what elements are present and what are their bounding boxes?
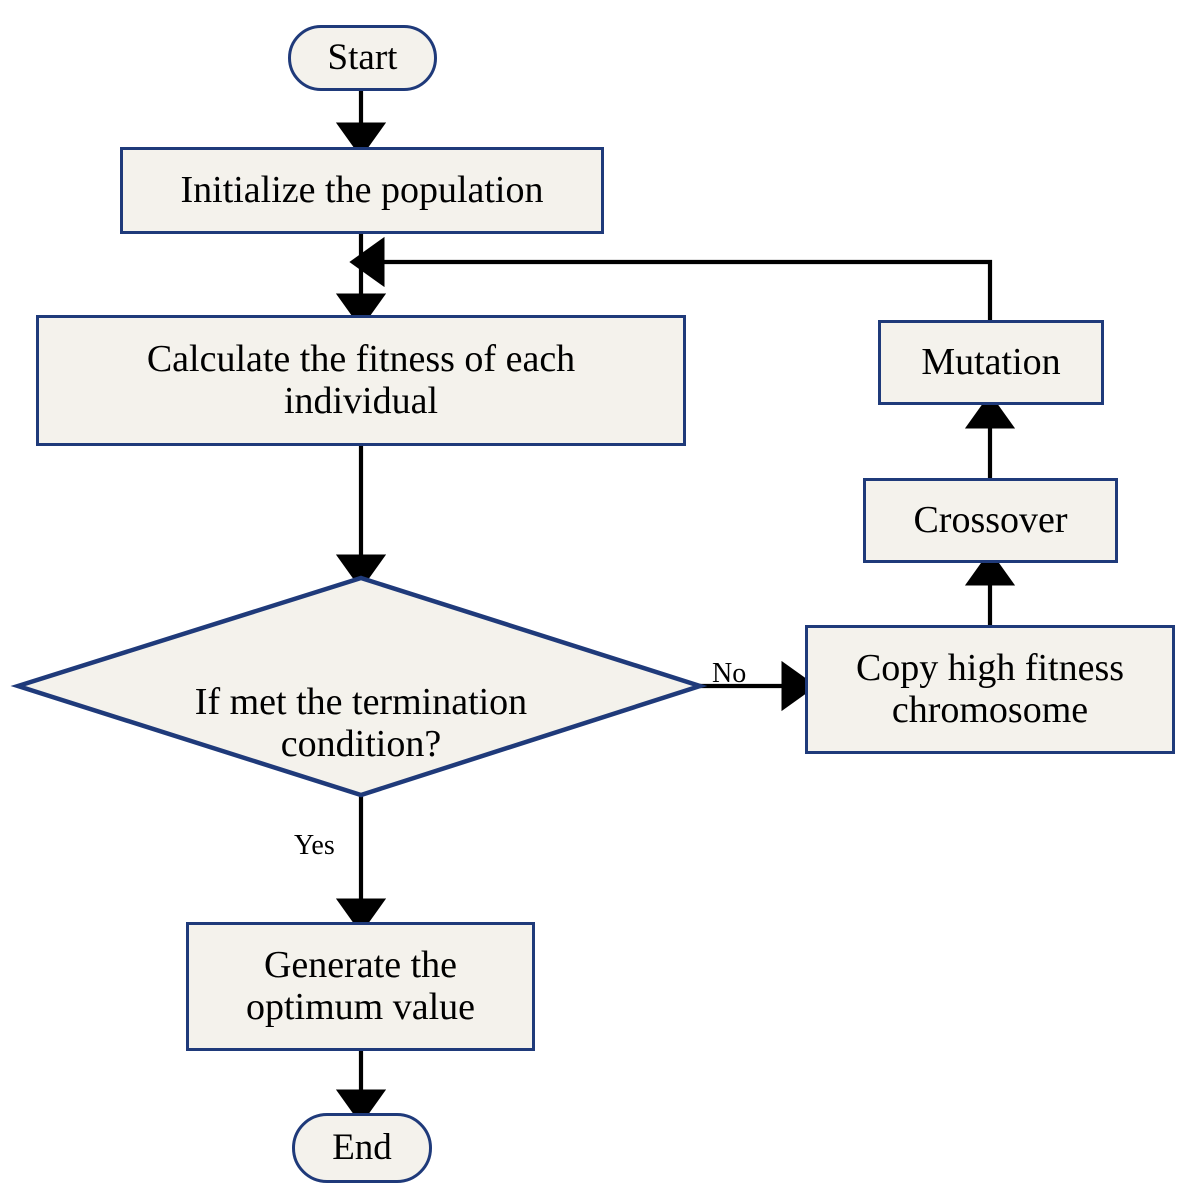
node-calculate-fitness[interactable]: Calculate the fitness of each individual [36,315,686,446]
node-initialize-population[interactable]: Initialize the population [120,147,604,234]
node-start[interactable]: Start [288,25,437,91]
node-end-label: End [332,1127,392,1169]
node-termination-decision-label: If met the termination condition? [194,680,528,765]
edge-label-no-text: No [712,658,747,689]
node-copy-high-fitness-chromosome-label: Copy high fitness chromosome [855,647,1125,731]
node-crossover[interactable]: Crossover [863,478,1118,563]
node-generate-optimum-value[interactable]: Generate the optimum value [186,922,535,1051]
node-copy-high-fitness-chromosome[interactable]: Copy high fitness chromosome [805,625,1175,754]
node-mutation[interactable]: Mutation [878,320,1104,405]
node-calculate-fitness-label: Calculate the fitness of each individual [146,338,576,422]
node-start-label: Start [327,37,398,79]
decision-diamond-shape [10,575,708,798]
edge-label-no: No [712,660,746,688]
edge-label-yes-text: Yes [294,830,335,861]
node-mutation-label: Mutation [921,340,1061,383]
node-end[interactable]: End [292,1113,432,1183]
connector-mutation-feedback-loop [349,236,993,320]
node-initialize-population-label: Initialize the population [180,168,544,211]
node-termination-decision[interactable]: If met the termination condition? [96,640,626,765]
edge-label-yes: Yes [294,832,335,860]
node-generate-optimum-value-label: Generate the optimum value [245,944,476,1028]
node-crossover-label: Crossover [913,498,1068,541]
